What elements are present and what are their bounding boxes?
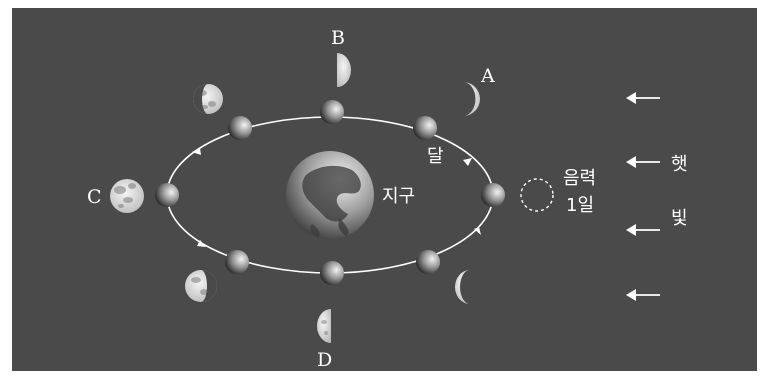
earth-icon — [286, 151, 374, 239]
lunar-day-label-line1: 음력 — [563, 168, 596, 189]
orbit-moon-d — [320, 261, 344, 285]
orbit-moon-new — [481, 183, 505, 207]
phase-waning-gibbous-icon — [185, 270, 217, 302]
orbit-moon-b — [320, 100, 344, 124]
orbit-moon-br — [416, 250, 440, 274]
label-b: B — [331, 27, 345, 49]
lunar-day-label-line2: 1일 — [566, 195, 594, 216]
earth-label: 지구 — [382, 186, 415, 207]
phase-waxing-gibbous-icon — [193, 84, 223, 114]
label-a: A — [480, 65, 495, 87]
sunlight-label-line2: 빛 — [671, 208, 688, 229]
label-d: D — [317, 349, 332, 371]
label-c: C — [87, 186, 102, 208]
moon-label: 달 — [427, 146, 444, 167]
orbit-moon-tl — [228, 116, 252, 140]
orbit-moon-a — [413, 116, 437, 140]
sunlight-label-line1: 햇 — [671, 154, 688, 175]
orbit-moon-c — [155, 183, 179, 207]
phase-full-moon-c-icon — [110, 179, 144, 213]
orbit-moon-bl — [225, 250, 249, 274]
